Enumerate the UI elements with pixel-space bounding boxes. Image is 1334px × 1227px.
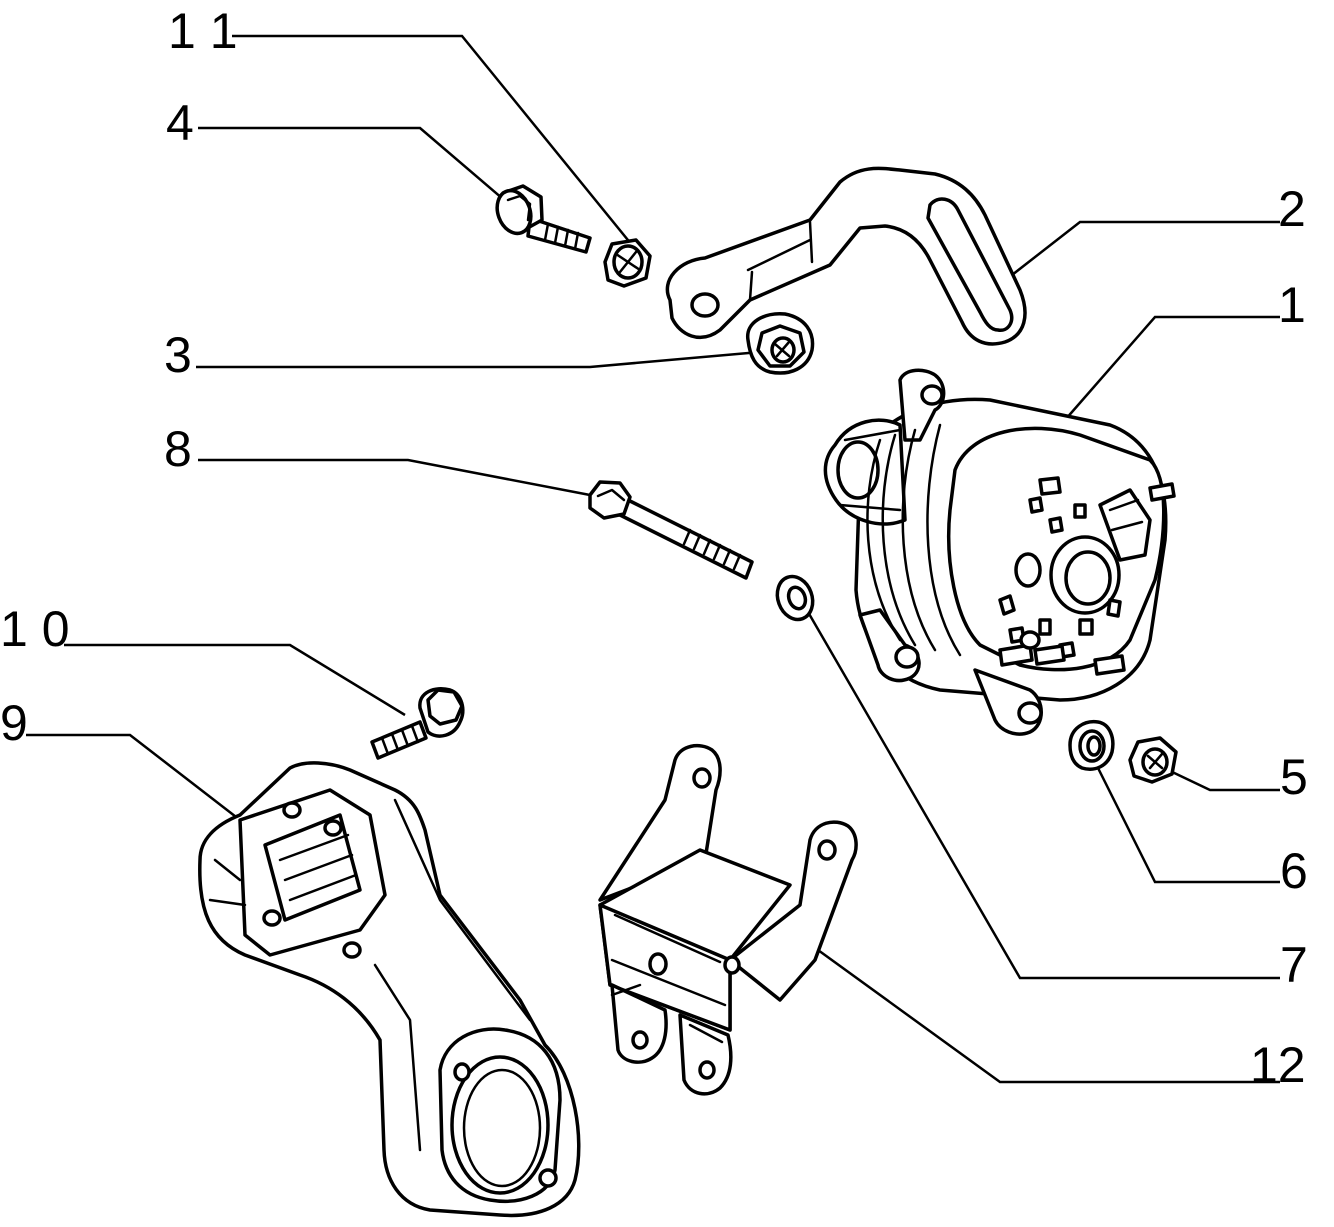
leader-8 [198,458,591,497]
bolt-4 [495,184,592,254]
leader-7 [806,611,1280,980]
callout-3: 3 [164,327,192,383]
leader-5 [1167,768,1280,792]
alternator-1 [823,368,1176,736]
support-9 [198,761,581,1218]
bolt-10 [370,687,465,760]
leader-1 [1064,315,1280,421]
callout-1: 1 [1278,277,1306,333]
leader-9 [26,733,241,821]
callout-6: 6 [1280,843,1308,899]
callout-9: 9 [0,695,28,751]
callout-8: 8 [164,421,192,477]
nut-5 [1128,736,1178,784]
leader-2 [1011,220,1280,276]
callout-11: 1 1 [168,3,238,59]
washer-7 [775,574,815,622]
leader-lines [26,34,1280,1084]
nut-11 [603,238,652,288]
leader-6 [1093,761,1280,884]
callout-12: 12 [1250,1037,1306,1093]
callout-5: 5 [1280,749,1308,805]
leader-4 [198,126,511,206]
callout-4: 4 [166,95,194,151]
callout-7: 7 [1280,937,1308,993]
bolt-8 [588,480,754,580]
leader-10 [64,643,406,717]
leader-11 [232,34,637,251]
leader-3 [196,350,761,369]
callout-10: 1 0 [0,601,70,657]
callout-2: 2 [1278,181,1306,237]
bracket-12 [598,743,858,1096]
bracket-2 [665,166,1027,346]
nut-3 [746,312,815,375]
washer-6 [1068,719,1115,771]
leader-12 [817,948,1280,1084]
